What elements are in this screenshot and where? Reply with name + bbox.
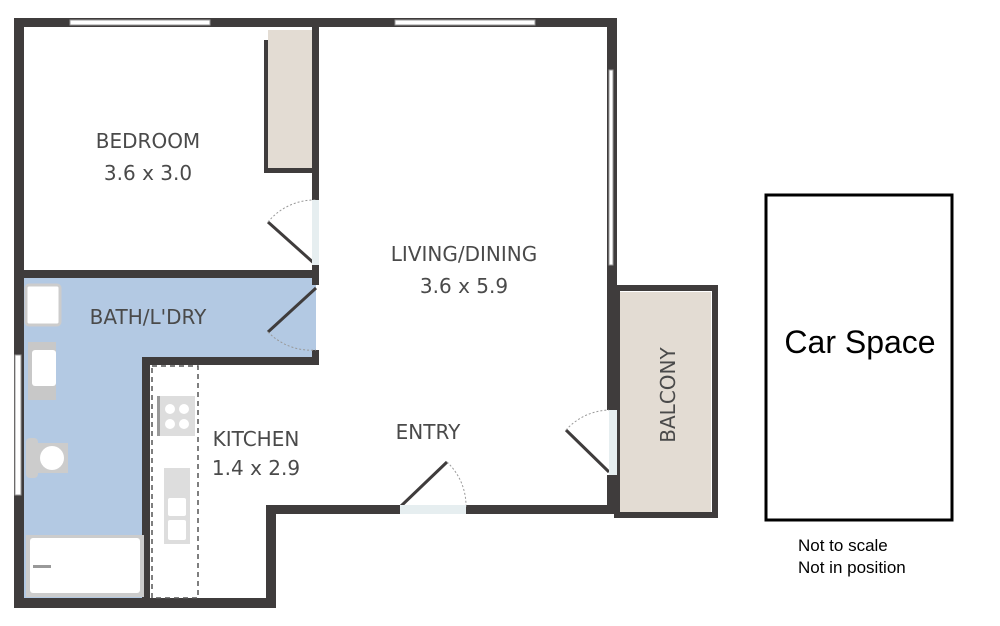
windows bbox=[14, 19, 614, 496]
car-space-box bbox=[764, 193, 954, 522]
entry-label: ENTRY bbox=[396, 420, 461, 444]
bath-floor bbox=[24, 278, 316, 358]
living-size: 3.6 x 5.9 bbox=[420, 274, 508, 298]
kitchen-size: 1.4 x 2.9 bbox=[212, 456, 300, 480]
kitchen-label: KITCHEN bbox=[213, 427, 300, 451]
balcony-floor bbox=[619, 292, 711, 512]
note-position: Not in position bbox=[798, 558, 906, 577]
note-scale: Not to scale bbox=[798, 536, 888, 555]
bedroom-label: BEDROOM bbox=[96, 129, 200, 153]
balcony-label: BALCONY bbox=[656, 347, 680, 443]
bedroom-size: 3.6 x 3.0 bbox=[104, 161, 192, 185]
wardrobe bbox=[268, 30, 314, 170]
bath-label: BATH/L'DRY bbox=[90, 305, 208, 329]
fixtures bbox=[24, 283, 199, 599]
car-space-label: Car Space bbox=[784, 324, 935, 360]
doors bbox=[266, 199, 617, 514]
living-label: LIVING/DINING bbox=[391, 242, 537, 266]
